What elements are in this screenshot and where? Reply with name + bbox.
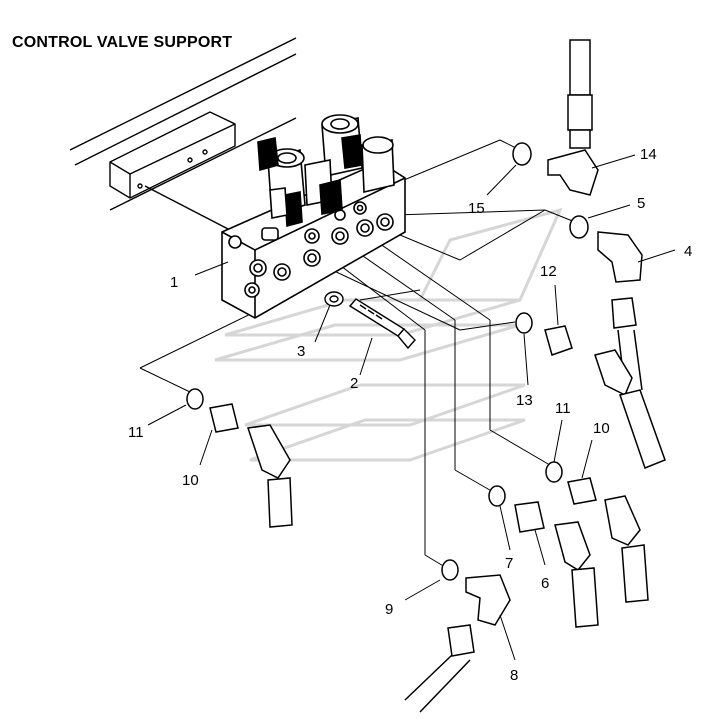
callout-14: 14 — [640, 146, 657, 163]
elbow-fitting-8 — [404, 559, 511, 713]
callout-5: 5 — [637, 195, 645, 212]
callout-4: 4 — [684, 243, 692, 260]
callout-1: 1 — [170, 274, 178, 291]
callout-labels: 1 2 3 4 5 6 7 8 9 10 10 11 11 12 13 14 1… — [128, 146, 692, 684]
solenoid-coils — [257, 114, 395, 228]
callout-10-left: 10 — [182, 472, 199, 489]
frame-rail — [69, 37, 297, 231]
callout-9: 9 — [385, 601, 393, 618]
callout-3: 3 — [297, 343, 305, 360]
adapter-fitting-10-left — [186, 388, 293, 528]
adapter-fitting-6 — [488, 485, 599, 628]
callout-11-left: 11 — [128, 424, 144, 441]
callout-11-right: 11 — [555, 400, 571, 417]
callout-7: 7 — [505, 555, 513, 572]
callout-12: 12 — [540, 263, 557, 280]
callout-8: 8 — [510, 667, 518, 684]
diagram-title: CONTROL VALVE SUPPORT — [12, 34, 233, 51]
callout-13: 13 — [516, 392, 533, 409]
elbow-fitting-14 — [512, 39, 599, 196]
adapter-fitting-10-right — [545, 461, 649, 603]
callout-leaders — [147, 154, 676, 661]
callout-2: 2 — [350, 375, 358, 392]
elbow-fitting-4 — [569, 215, 643, 391]
bolt-and-washer — [324, 291, 416, 350]
callout-6: 6 — [541, 575, 549, 592]
adapter-fitting-12 — [515, 312, 666, 469]
callout-10-right: 10 — [593, 420, 610, 437]
callout-15: 15 — [468, 200, 485, 217]
